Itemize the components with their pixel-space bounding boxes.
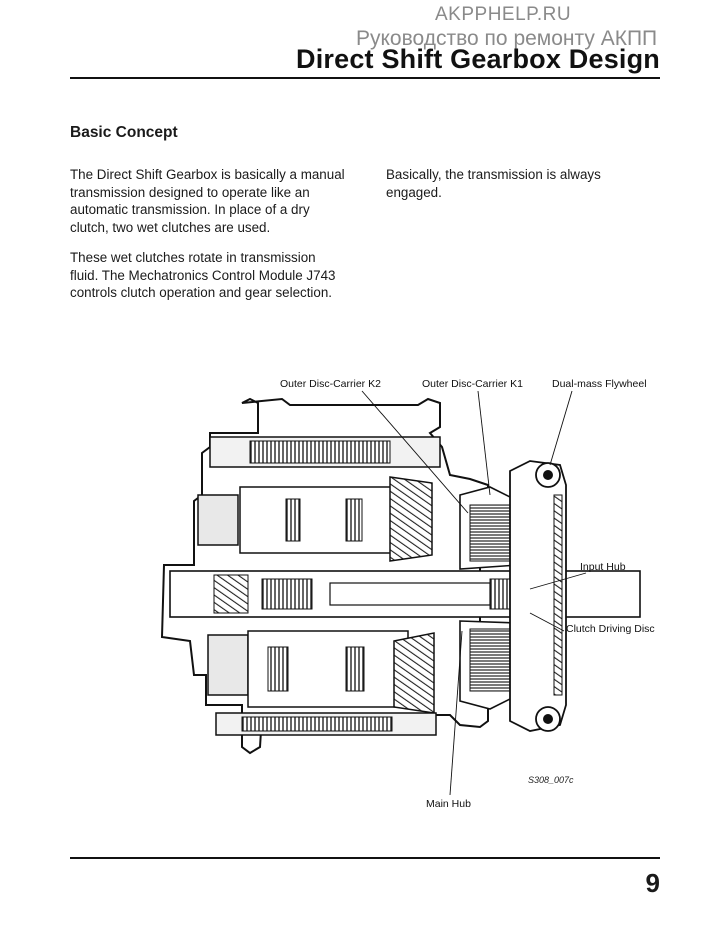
header-rule	[70, 77, 660, 79]
label-outer-disc-carrier-k1: Outer Disc-Carrier K1	[422, 378, 523, 390]
figure-code: S308_007c	[528, 775, 574, 785]
label-dual-mass-flywheel: Dual-mass Flywheel	[552, 378, 647, 390]
gearbox-drawing	[160, 390, 641, 796]
label-input-hub: Input Hub	[580, 561, 626, 573]
watermark-subtitle: Руководство по ремонту АКПП	[356, 27, 658, 50]
left-column: The Direct Shift Gearbox is basically a …	[70, 166, 345, 315]
page-title: Direct Shift Gearbox Design	[296, 44, 660, 74]
watermark-site: AKPPHELP.RU	[435, 4, 572, 25]
label-clutch-driving-disc: Clutch Driving Disc	[566, 623, 655, 635]
footer-rule	[70, 857, 660, 859]
page-number: 9	[645, 868, 660, 898]
section-heading: Basic Concept	[70, 124, 178, 141]
label-main-hub: Main Hub	[426, 798, 471, 810]
right-column: Basically, the transmission is always en…	[386, 166, 656, 214]
label-outer-disc-carrier-k2: Outer Disc-Carrier K2	[280, 378, 381, 390]
paragraph: Basically, the transmission is always en…	[386, 167, 601, 200]
paragraph: These wet clutches rotate in transmissio…	[70, 250, 336, 300]
paragraph: The Direct Shift Gearbox is basically a …	[70, 167, 345, 235]
gearbox-cross-section-figure: Outer Disc-Carrier K2 Outer Disc-Carrier…	[150, 375, 670, 815]
